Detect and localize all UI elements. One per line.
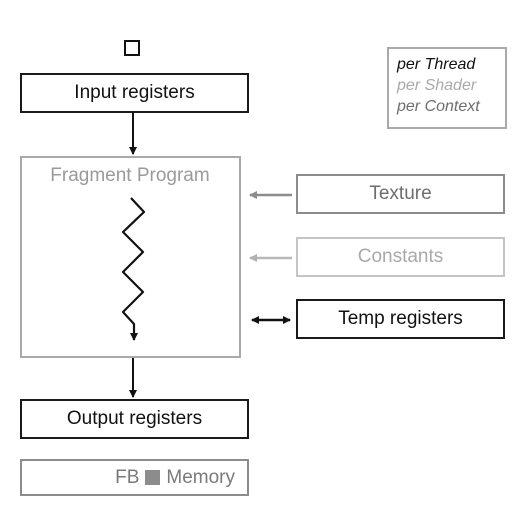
output-registers-label: Output registers [66, 408, 203, 429]
legend-per-shader: per Shader [397, 77, 477, 94]
texture-label: Texture [369, 183, 432, 204]
memory-square-icon [145, 470, 161, 485]
constants-label: Constants [357, 246, 444, 267]
input-registers-box: Input registers [20, 73, 249, 113]
output-registers-box: Output registers [20, 399, 249, 439]
fb-memory-box: FB Memory [20, 459, 249, 496]
legend-box: per Thread per Shader per Context [387, 47, 507, 129]
fb-label: FB [115, 466, 140, 488]
constants-box: Constants [296, 237, 505, 277]
temp-registers-box: Temp registers [296, 299, 505, 339]
input-registers-label: Input registers [74, 82, 195, 103]
fragment-program-title: Fragment Program [50, 165, 210, 186]
execution-zigzag-icon [121, 197, 146, 341]
legend-per-thread: per Thread [397, 56, 476, 73]
memory-label: Memory [166, 466, 235, 488]
fragment-program-box [20, 156, 241, 358]
legend-per-context: per Context [397, 98, 480, 115]
temp-registers-label: Temp registers [338, 308, 463, 329]
texture-box: Texture [296, 174, 505, 214]
small-square-marker [124, 40, 140, 56]
